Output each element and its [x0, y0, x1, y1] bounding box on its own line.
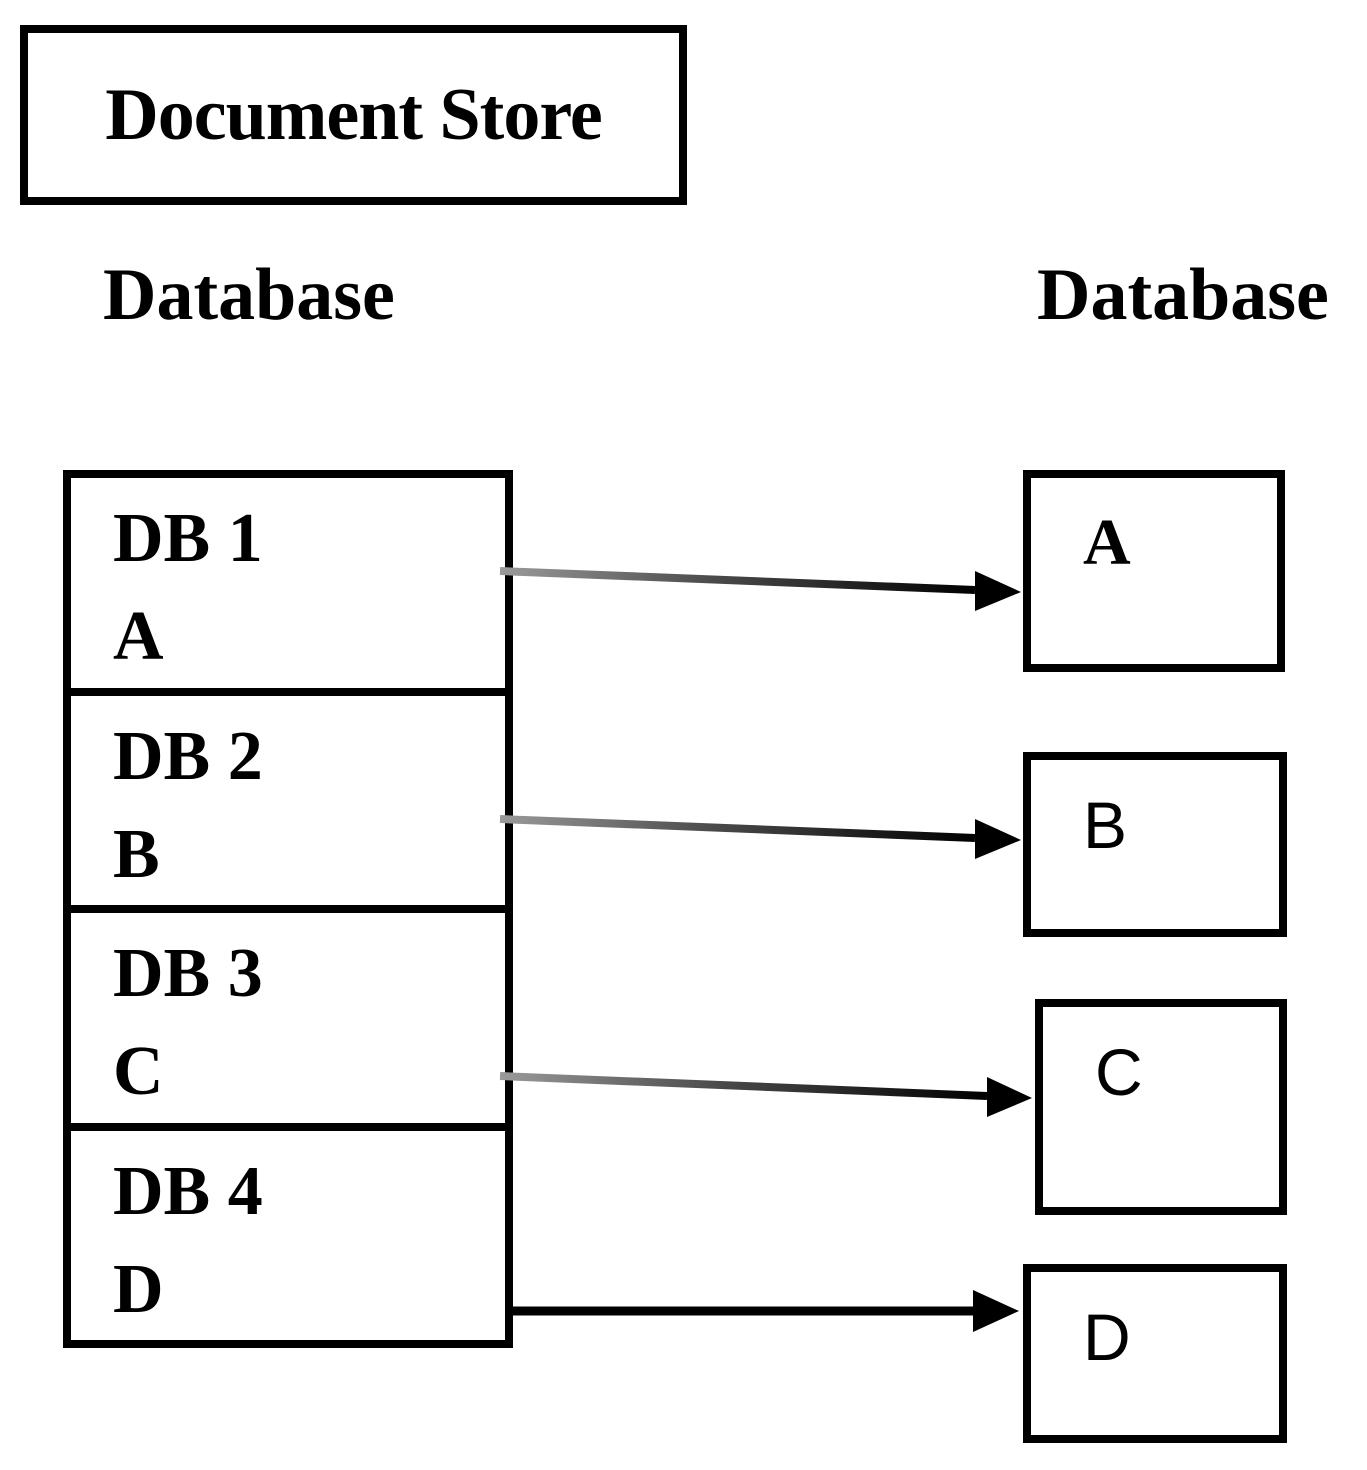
- db-row-1: DB 1 A: [71, 478, 505, 696]
- db-name-label: DB 1: [113, 500, 263, 577]
- db-row-2: DB 2 B: [71, 696, 505, 913]
- arrow-db3-to-c: [499, 1072, 1032, 1117]
- document-store-label: Document Store: [105, 73, 602, 156]
- target-db-letter: C: [1095, 1035, 1143, 1109]
- target-db-box-a: A: [1023, 470, 1285, 672]
- db-name-label: DB 2: [113, 717, 263, 795]
- db-document-label: A: [113, 598, 164, 675]
- left-database-header: Database: [103, 254, 395, 336]
- target-db-box-c: C: [1035, 999, 1287, 1215]
- target-db-letter: D: [1083, 1300, 1131, 1374]
- document-store-partition-table: DB 1 A DB 2 B DB 3 C DB 4 D: [63, 470, 513, 1348]
- db-name-label: DB 3: [113, 935, 263, 1012]
- arrow-db1-to-a: [499, 567, 1021, 611]
- document-store-box: Document Store: [20, 25, 687, 205]
- db-row-4: DB 4 D: [71, 1131, 505, 1341]
- db-row-3: DB 3 C: [71, 913, 505, 1131]
- db-name-label: DB 4: [113, 1152, 263, 1230]
- right-database-header: Database: [1037, 254, 1329, 336]
- target-db-box-d: D: [1023, 1264, 1287, 1443]
- arrow-db2-to-b: [499, 815, 1021, 859]
- arrow-db4-to-d: [505, 1290, 1019, 1332]
- target-db-letter: A: [1083, 506, 1131, 579]
- db-document-label: B: [113, 815, 160, 893]
- db-document-label: D: [113, 1250, 164, 1328]
- target-db-letter: B: [1083, 788, 1128, 862]
- target-db-box-b: B: [1023, 752, 1287, 937]
- db-document-label: C: [113, 1033, 164, 1110]
